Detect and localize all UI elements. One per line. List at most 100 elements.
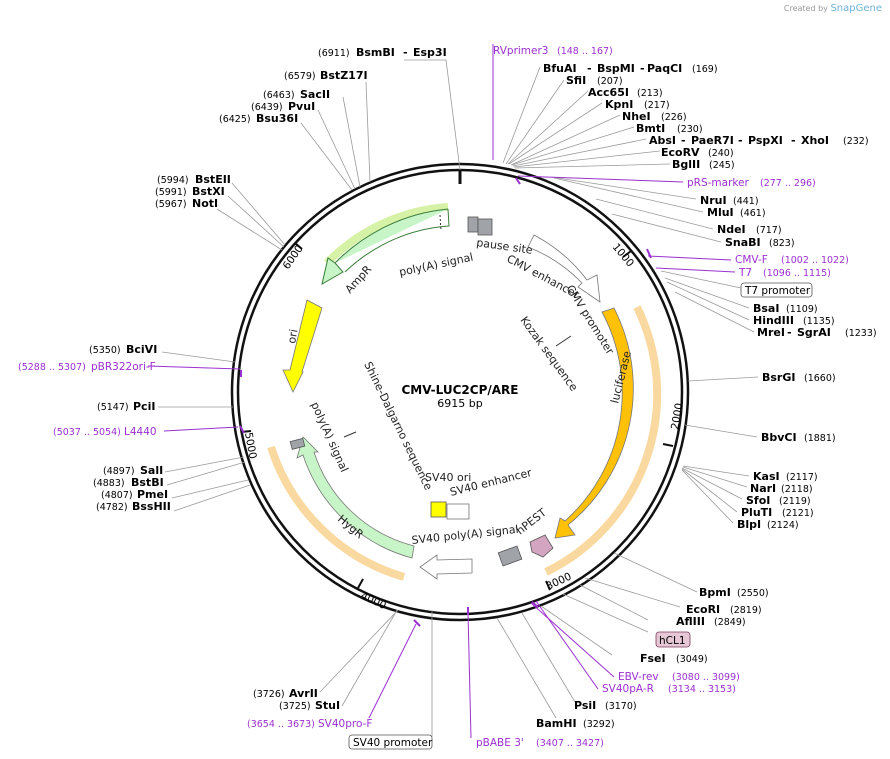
leader-bglii <box>514 163 671 169</box>
enzyme-name-pvui: PvuI <box>288 100 315 113</box>
enzyme-pos-noti: (5967) <box>155 199 187 210</box>
leader-bsmbi <box>404 59 461 171</box>
enzyme-name-nari: NarI <box>750 482 776 495</box>
enzyme-pos-stui: (3725) <box>279 701 311 712</box>
leader-afliii <box>579 584 649 621</box>
label-ori: ori <box>285 328 300 344</box>
primer-leader-prs-marker <box>517 175 684 183</box>
leader-acc65i <box>507 90 589 165</box>
enzyme-name-kpni: KpnI <box>605 98 633 111</box>
primer-name-pbabe3: pBABE 3' <box>476 737 524 749</box>
enzyme-pos-nhei: (226) <box>661 112 687 123</box>
enzyme-name-psii: PsiI <box>574 699 596 712</box>
leader-fsei <box>540 605 613 656</box>
enzyme-pos-sacii: (6463) <box>263 90 295 101</box>
enzyme-name-pluti: PluTI <box>741 506 772 519</box>
enzyme-name-sgrai: SgrAI <box>797 326 831 339</box>
enzyme-pos-sfii: (207) <box>597 76 623 87</box>
enzyme-pos-bsteii: (5994) <box>157 175 189 186</box>
tick-label-5000: 5000 <box>242 431 258 459</box>
tick-6000 <box>294 242 303 250</box>
enzyme-pos-bstz17i: (6579) <box>284 71 316 82</box>
enzyme-name-xhoi: XhoI <box>801 134 829 147</box>
ampr-divider <box>439 214 442 232</box>
leader-pvui <box>317 109 356 190</box>
feature-arrows <box>282 208 634 580</box>
leader-mrei <box>674 291 755 333</box>
leader-pluti <box>681 468 738 513</box>
enzyme-name-sali: SalI <box>140 464 163 477</box>
enzyme-pos-fsei: (3049) <box>676 654 708 665</box>
primer-name-prs-marker: pRS-marker <box>687 177 750 189</box>
leader-hcl1 <box>562 593 649 633</box>
enzyme-pos-bfuai: (169) <box>692 64 718 75</box>
enzyme-name-absi: AbsI <box>649 134 676 147</box>
enzyme-pos-pmei: (4807) <box>101 490 133 501</box>
enzyme-name-sfii: SfiI <box>566 74 586 87</box>
enzyme-name-snabi: SnaBI <box>725 236 761 249</box>
leader-t7-promoter <box>660 270 742 289</box>
primer-name-t7: T7 <box>738 267 752 279</box>
t7-promoter-label: T7 promoter <box>744 285 811 297</box>
enzyme-name-paer7i: PaeR7I <box>691 134 734 147</box>
enzyme-pos-bsai: (1109) <box>786 304 818 315</box>
leader-bsshii <box>173 484 251 512</box>
leader-bcivi <box>161 351 236 363</box>
tick-label-4000: 4000 <box>359 590 388 612</box>
leader-avrii <box>319 609 399 693</box>
snapgene-logo: SnapGene <box>830 3 882 14</box>
leader-ndei <box>595 198 714 230</box>
kozak-marker <box>555 335 572 347</box>
primer-leaders <box>147 44 736 739</box>
primer-name-rvprimer3: RVprimer3 <box>493 45 549 57</box>
leader-sfoi <box>681 467 743 500</box>
tick-1000 <box>622 250 632 258</box>
snapgene-credit: Created by SnapGene <box>784 3 882 14</box>
tick-label-2000: 2000 <box>669 402 685 430</box>
luciferase-highlight <box>544 305 662 576</box>
primer-name-l4440: L4440 <box>124 426 157 438</box>
label-polya-top: poly(A) signal <box>398 251 474 279</box>
enzyme-name-noti: NotI <box>192 197 218 210</box>
primer-range-pbabe3: (3407 .. 3427) <box>536 738 604 749</box>
enzyme-pos-absi: (232) <box>843 136 869 147</box>
leader-bfuai <box>502 66 541 164</box>
enzyme-name-bglii: BglII <box>672 158 700 171</box>
sv40-polya-arrow <box>419 554 473 580</box>
primer-range-cmv-f: (1002 .. 1022) <box>781 255 849 266</box>
enzyme-name-sfoi: SfoI <box>746 494 770 507</box>
enzyme-dash-mrei: - <box>787 326 792 339</box>
enzyme-name-bsrgi: BsrGI <box>762 371 795 384</box>
primer-name-sv40pa-r: SV40pA-R <box>602 683 654 695</box>
enzyme-name-blpi: BlpI <box>737 518 761 531</box>
primer-range-pbr322ori-f: (5288 .. 5307) <box>18 362 86 373</box>
leader-bsai <box>664 277 750 309</box>
enzyme-name-bmti: BmtI <box>636 122 665 135</box>
enzyme-name-kasi: KasI <box>753 470 780 483</box>
enzyme-pos-psii: (3170) <box>605 701 637 712</box>
leader-kpni <box>508 102 603 165</box>
leader-bsu36i <box>300 122 353 191</box>
primer-mark-cmv-f <box>646 248 652 259</box>
primer-leader-ebv-rev <box>530 602 615 678</box>
tick-2000 <box>662 443 674 447</box>
enzyme-name-sacii: SacII <box>300 88 330 101</box>
backbone-outer-ring <box>230 162 690 622</box>
primer-mark-sv40pro-f <box>413 619 421 627</box>
leader-stui <box>341 609 398 707</box>
leader-kasi <box>682 465 750 477</box>
leader-sali <box>164 456 245 473</box>
enzyme-dash-bspmi: - <box>640 62 645 75</box>
enzyme-name-bstbi: BstBI <box>131 476 164 489</box>
primer-name-cmv-f: CMV-F <box>735 254 768 266</box>
enzyme-pos-bamhi: (3292) <box>583 719 615 730</box>
primer-range-ebv-rev: (3080 .. 3099) <box>672 672 740 683</box>
enzyme-pos-bmti: (230) <box>677 124 703 135</box>
plasmid-length: 6915 bp <box>437 397 482 410</box>
primer-name-pbr322ori-f: pBR322ori-F <box>91 361 156 373</box>
primer-mark-l4440 <box>239 425 245 434</box>
enzyme-name-bfuai: BfuAI <box>543 62 577 75</box>
enzyme-pos-sali: (4897) <box>103 466 135 477</box>
enzyme-name-nrui: NruI <box>700 194 727 207</box>
primer-range-prs-marker: (277 .. 296) <box>760 178 816 189</box>
